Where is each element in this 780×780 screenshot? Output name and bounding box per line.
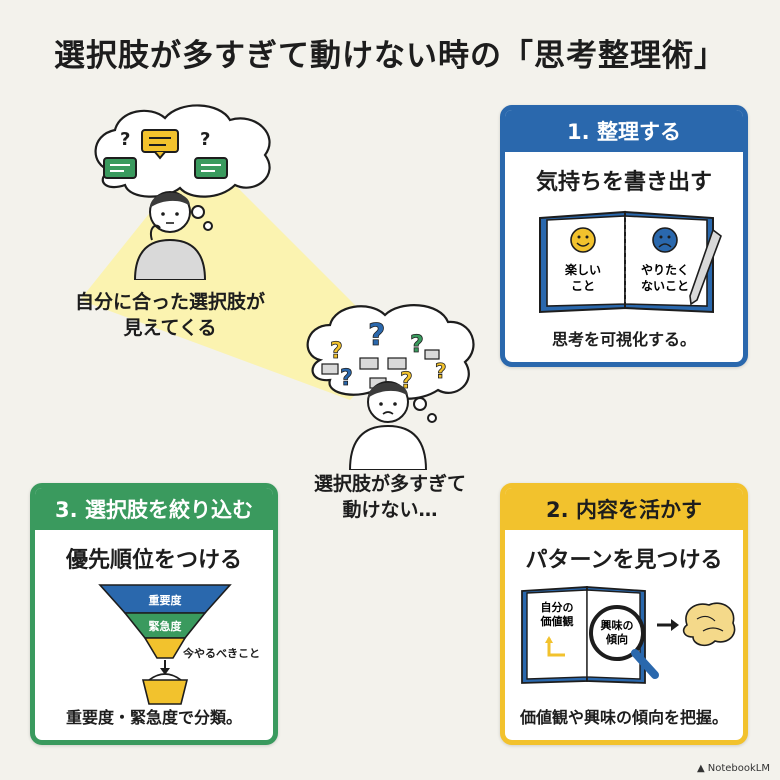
card-narrow-down-subtitle: 優先順位をつける: [65, 548, 242, 573]
svg-text:?: ?: [120, 129, 130, 150]
basket-icon: [141, 679, 189, 705]
chat-bubble-icon: [194, 157, 228, 179]
top-figure-caption: 自分に合った選択肢が 見えてくる: [40, 290, 300, 341]
chat-bubble-icon: [103, 157, 137, 179]
notebook-illustration: 楽しい こと やりたく ないこと: [539, 210, 722, 314]
svg-text:?: ?: [410, 330, 424, 358]
page-right-line1: やりたく: [641, 263, 689, 277]
card-utilize-footer: 価値観や興味の傾向を把握。: [519, 708, 728, 727]
lens-label-line2: 傾向: [605, 632, 628, 646]
center-caption-line2: 動けない…: [342, 498, 438, 521]
card-narrow-down-header: 3. 選択肢を絞り込む: [35, 488, 273, 530]
card-narrow-down: 3. 選択肢を絞り込む 優先順位をつける 重要度 緊急度 今やるべきこと 重要度…: [30, 483, 278, 745]
funnel-output-label: 今やるべきこと: [182, 646, 260, 660]
sad-face-icon: [652, 227, 678, 253]
funnel-top-label: 重要度: [149, 593, 183, 607]
thought-bubble-dot: [191, 205, 205, 219]
thought-cloud: [94, 104, 271, 198]
confused-person-figure: ? ? ? ? ? ?: [306, 304, 475, 470]
svg-text:?: ?: [368, 318, 385, 353]
card-utilize-header: 2. 内容を活かす: [505, 488, 743, 530]
svg-text:?: ?: [200, 129, 210, 150]
pen-icon: [689, 228, 722, 306]
smile-icon: [570, 227, 596, 253]
card-utilize-subtitle: パターンを見つける: [525, 548, 723, 573]
card-organize-header: 1. 整理する: [505, 110, 743, 152]
lens-label-line1: 興味の: [601, 618, 634, 632]
magnifier-icon: [589, 605, 645, 661]
page-right-line2: ないこと: [641, 279, 689, 293]
svg-text:?: ?: [435, 359, 447, 383]
card-organize: 1. 整理する 気持ちを書き出す 楽しい こと やりたく ないこと 思考を可視化…: [500, 105, 748, 367]
svg-text:?: ?: [330, 339, 343, 364]
top-caption-line2: 見えてくる: [123, 316, 217, 339]
book-label-line1: 自分の: [541, 600, 574, 614]
thought-cloud: [306, 304, 475, 400]
card-organize-footer: 思考を可視化する。: [551, 330, 696, 349]
page-left-line1: 楽しい: [565, 262, 601, 277]
book-label-line2: 価値観: [540, 614, 574, 628]
center-figure-caption: 選択肢が多すぎて 動けない…: [290, 472, 490, 523]
page-title: 選択肢が多すぎて動けない時の「思考整理術」: [54, 38, 726, 74]
card-utilize: 2. 内容を活かす パターンを見つける 自分の 価値観 興味の 傾向 価値観や興…: [500, 483, 748, 745]
svg-text:?: ?: [340, 366, 353, 391]
notebook-icon: ▲: [697, 763, 705, 774]
brand-logo-text: NotebookLM: [707, 763, 770, 774]
funnel-mid-label: 緊急度: [149, 619, 183, 633]
brand-logo: ▲ NotebookLM: [697, 763, 770, 774]
page-left-line2: こと: [571, 279, 595, 293]
thought-bubble-dot: [413, 397, 427, 411]
center-caption-line1: 選択肢が多すぎて: [313, 473, 466, 495]
brain-icon: [682, 602, 736, 647]
thought-bubble-dot: [427, 413, 437, 423]
card-organize-subtitle: 気持ちを書き出す: [535, 170, 712, 195]
funnel-illustration: 重要度 緊急度 今やるべきこと: [98, 584, 260, 705]
thinking-person-figure: ? ?: [94, 104, 271, 280]
thought-bubble-dot: [203, 221, 213, 231]
pattern-illustration: 自分の 価値観 興味の 傾向: [521, 586, 736, 684]
card-narrow-down-footer: 重要度・緊急度で分類。: [65, 708, 242, 727]
top-caption-line1: 自分に合った選択肢が: [74, 291, 265, 313]
chat-bubble-icon: [141, 129, 179, 153]
